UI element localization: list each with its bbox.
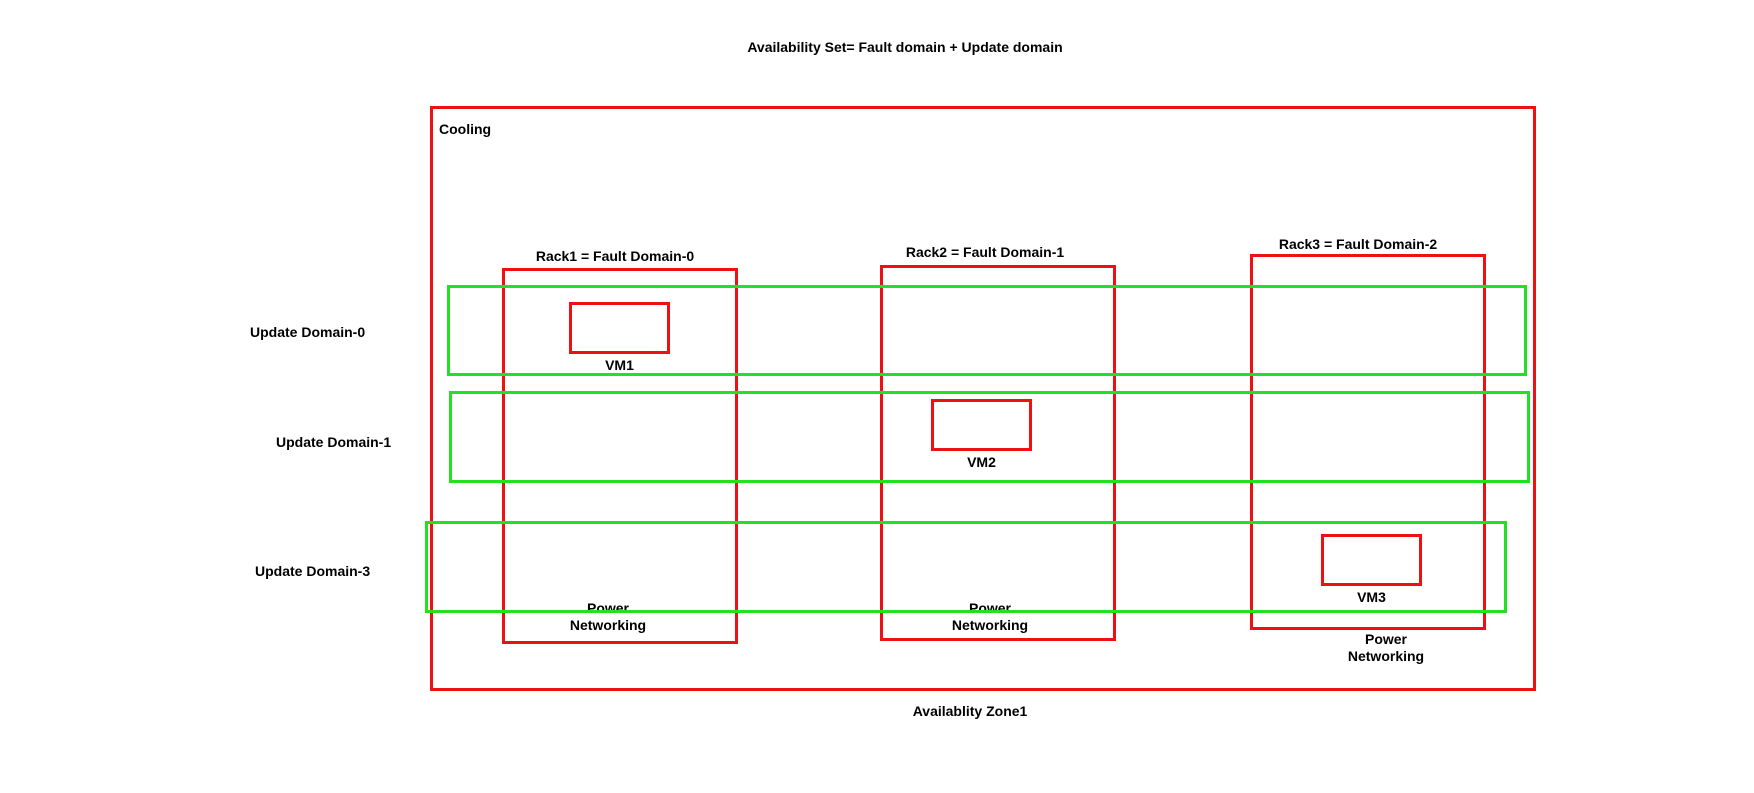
update-domain-1-label: Update Domain-1 — [276, 434, 392, 450]
rack3-power-label: Power — [1364, 631, 1407, 647]
rack1-box — [502, 268, 738, 644]
update-domain-3-box — [425, 521, 1507, 613]
rack2-networking-label: Networking — [951, 617, 1029, 633]
availability-zone-label: Availablity Zone1 — [912, 703, 1028, 719]
vm1-box — [569, 302, 670, 354]
update-domain-3-label: Update Domain-3 — [255, 563, 371, 579]
update-domain-0-label: Update Domain-0 — [250, 324, 366, 340]
rack1-networking-label: Networking — [569, 617, 647, 633]
vm2-label: VM2 — [967, 454, 996, 470]
update-domain-1-box — [449, 391, 1530, 483]
rack3-label: Rack3 = Fault Domain-2 — [1278, 236, 1438, 252]
availability-zone-box — [430, 106, 1536, 691]
rack3-box — [1250, 254, 1486, 630]
diagram-title: Availability Set= Fault domain + Update … — [747, 39, 1063, 55]
update-domain-0-box — [447, 285, 1527, 376]
vm1-label: VM1 — [605, 357, 634, 373]
vm2-box — [931, 399, 1032, 451]
rack2-box — [880, 265, 1116, 641]
vm3-label: VM3 — [1357, 589, 1386, 605]
rack1-label: Rack1 = Fault Domain-0 — [535, 248, 695, 264]
rack3-networking-label: Networking — [1347, 648, 1425, 664]
rack2-label: Rack2 = Fault Domain-1 — [905, 244, 1065, 260]
cooling-label: Cooling — [439, 121, 492, 137]
vm3-box — [1321, 534, 1422, 586]
